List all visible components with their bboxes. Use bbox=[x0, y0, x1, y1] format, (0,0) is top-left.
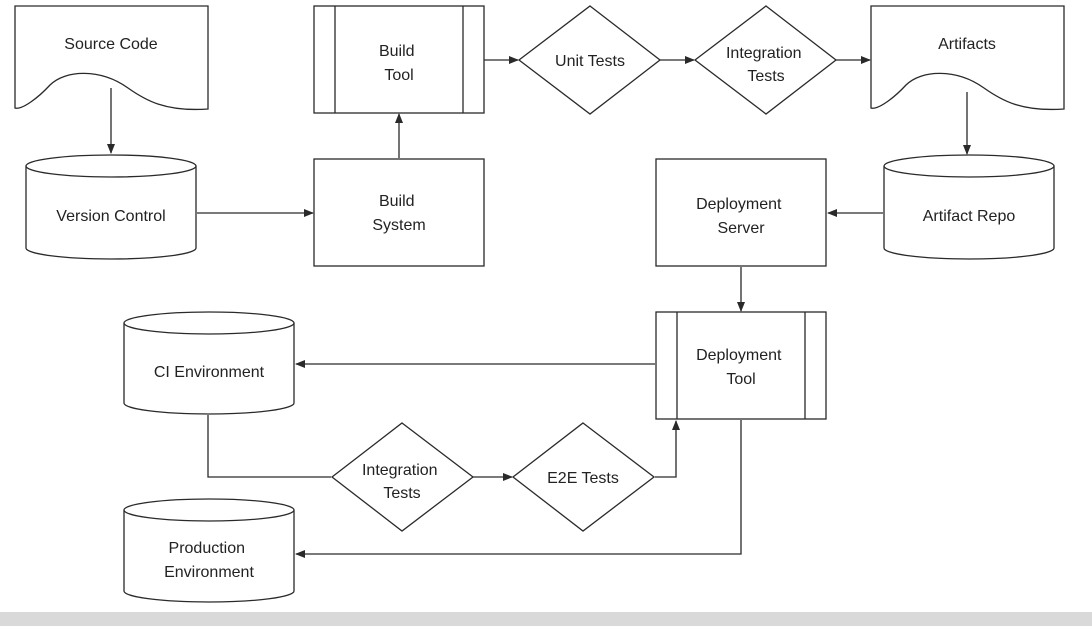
production-environment-label-line-2: Environment bbox=[164, 564, 254, 581]
build-tool-label-line-1: Build bbox=[379, 43, 415, 60]
production-environment-label-line-1: Production bbox=[169, 540, 246, 557]
node-deployment-server: Deployment Server bbox=[655, 158, 827, 267]
node-artifacts: Artifacts bbox=[870, 5, 1065, 111]
node-ci-environment: CI Environment bbox=[123, 311, 295, 415]
edge-ci-environment-to-integration-tests bbox=[207, 415, 331, 478]
deployment-server-label: Deployment Server bbox=[696, 196, 786, 237]
node-unit-tests: Unit Tests bbox=[517, 5, 662, 115]
node-source-code: Source Code bbox=[14, 5, 209, 111]
integration-tests-top-label: Integration Tests bbox=[726, 45, 806, 85]
integration-tests-top-label-line-1: Integration bbox=[726, 45, 802, 62]
unit-tests-label: Unit Tests bbox=[555, 53, 625, 70]
bottom-bar bbox=[0, 612, 1092, 626]
production-environment-label: Production Environment bbox=[164, 540, 254, 581]
node-build-system: Build System bbox=[313, 158, 485, 267]
e2e-tests-label: E2E Tests bbox=[547, 470, 619, 487]
source-code-label: Source Code bbox=[64, 36, 157, 53]
artifacts-label: Artifacts bbox=[938, 36, 996, 53]
build-tool-label-line-2: Tool bbox=[384, 67, 413, 84]
build-system-label-line-1: Build bbox=[379, 193, 415, 210]
build-tool-label: Build Tool bbox=[379, 43, 419, 84]
build-system-label-line-2: System bbox=[372, 217, 425, 234]
integration-tests-top-label-line-2: Tests bbox=[747, 68, 784, 85]
deployment-tool-label-line-1: Deployment bbox=[696, 347, 782, 364]
integration-tests-bottom-label: Integration Tests bbox=[362, 462, 442, 502]
edge-e2e-tests-to-deployment-tool bbox=[655, 420, 680, 478]
deployment-tool-label-line-2: Tool bbox=[726, 371, 755, 388]
artifact-repo-label: Artifact Repo bbox=[923, 208, 1016, 225]
node-integration-tests-top: Integration Tests bbox=[693, 5, 838, 115]
build-system-label: Build System bbox=[372, 193, 425, 234]
version-control-label: Version Control bbox=[56, 208, 165, 225]
node-artifact-repo: Artifact Repo bbox=[883, 154, 1055, 260]
node-production-environment: Production Environment bbox=[123, 498, 295, 603]
integration-tests-bottom-label-line-2: Tests bbox=[383, 485, 420, 502]
node-build-tool: Build Tool bbox=[313, 5, 485, 114]
integration-tests-bottom-label-line-1: Integration bbox=[362, 462, 438, 479]
node-integration-tests-bottom: Integration Tests bbox=[330, 422, 475, 532]
connectors bbox=[107, 56, 971, 558]
node-e2e-tests: E2E Tests bbox=[511, 422, 656, 532]
deployment-server-label-line-1: Deployment bbox=[696, 196, 782, 213]
ci-environment-label: CI Environment bbox=[154, 364, 265, 381]
node-version-control: Version Control bbox=[25, 154, 197, 260]
edge-deployment-tool-to-production-environment bbox=[295, 420, 742, 558]
deployment-tool-label: Deployment Tool bbox=[696, 347, 786, 388]
deployment-server-label-line-2: Server bbox=[717, 220, 765, 237]
node-deployment-tool: Deployment Tool bbox=[655, 311, 827, 420]
